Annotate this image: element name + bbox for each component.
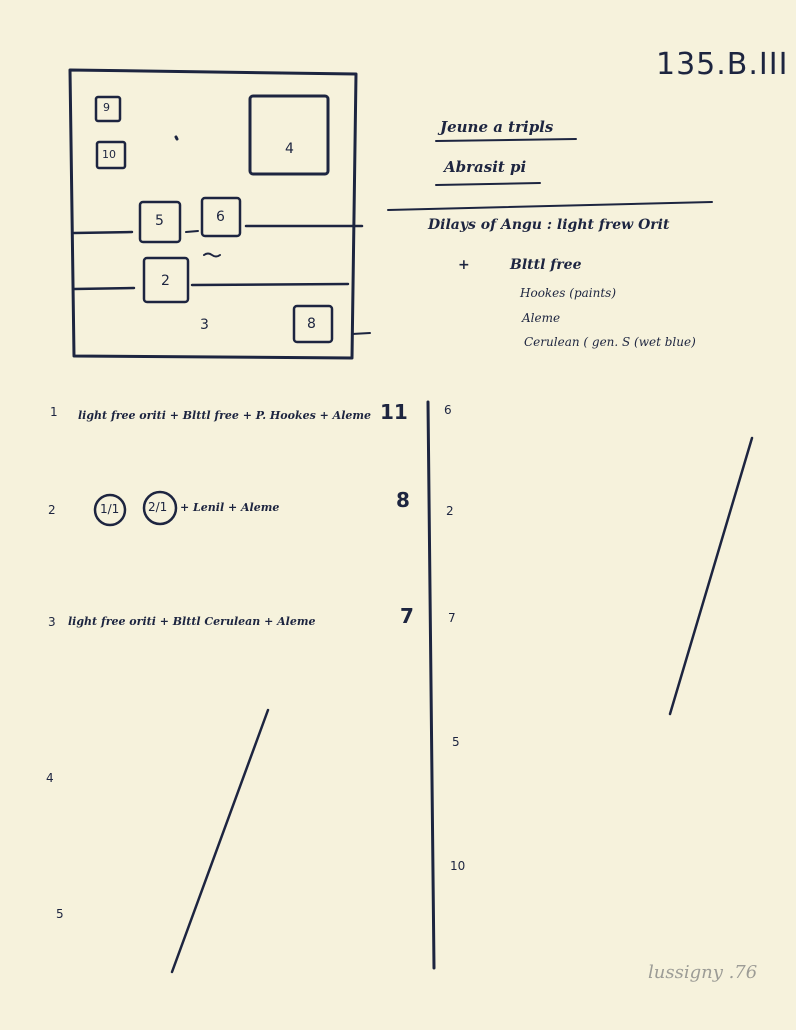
row-3-index: 3 <box>48 615 56 629</box>
diagram-line-upper-left <box>72 230 134 235</box>
box-5 <box>138 200 182 244</box>
row-2-circle-2: 2/1 <box>148 500 168 514</box>
row-4-index: 4 <box>46 771 54 785</box>
row-3-count: 7 <box>448 611 456 625</box>
box-label-10: 10 <box>102 148 116 161</box>
box-label-4: 4 <box>285 141 294 157</box>
box-10 <box>95 140 127 170</box>
row-1-index: 1 <box>50 405 58 419</box>
description-line-2: Blttl free <box>510 257 582 273</box>
diagram-dot <box>174 135 179 141</box>
box-label-5: 5 <box>155 213 164 229</box>
row-3-score: 7 <box>400 604 414 628</box>
box-9 <box>94 95 122 123</box>
description-line-3: Hookes (paints) <box>520 286 617 300</box>
box-4 <box>248 94 330 176</box>
circle-2 <box>142 490 178 526</box>
box-2 <box>142 256 190 304</box>
diagram-squiggle <box>203 252 221 258</box>
table-divider <box>426 400 436 970</box>
row-1-text: light free oriti + Blttl free + P. Hooke… <box>78 409 372 422</box>
pencil-note: lussigny .76 <box>648 962 758 983</box>
diagram-tick <box>351 332 371 335</box>
diagram-frame <box>68 68 358 360</box>
box-label-2: 2 <box>161 273 170 289</box>
description-line-4: Aleme <box>522 311 561 325</box>
row-2-circle-1: 1/1 <box>100 502 120 516</box>
diagram-dash <box>185 230 199 233</box>
diagram-line-lower-right <box>190 282 350 287</box>
mark-label-3: 3 <box>200 317 209 333</box>
row-2-score: 8 <box>396 488 410 512</box>
box-label-8: 8 <box>307 316 316 332</box>
reference-label: 135.B.III <box>656 47 789 82</box>
header-note-1: Jeune a tripls <box>440 118 554 136</box>
diagram-line-lower-left <box>72 286 136 291</box>
row-3-text: light free oriti + Blttl Cerulean + Alem… <box>68 615 316 628</box>
header-underline-2 <box>435 182 541 186</box>
row-5-count: 10 <box>450 859 466 873</box>
row-2-text: + Lenil + Aleme <box>180 501 280 514</box>
circle-1 <box>93 493 127 527</box>
header-underline-1 <box>435 138 577 142</box>
row-5-index: 5 <box>56 907 64 921</box>
box-8 <box>292 304 334 344</box>
header-note-2: Abrasit pi <box>444 158 527 176</box>
diagonal-stroke-right <box>668 436 754 716</box>
section-divider <box>387 201 713 211</box>
description-line-5: Cerulean ( gen. S (wet blue) <box>524 335 696 349</box>
box-label-6: 6 <box>216 209 225 225</box>
row-2-index: 2 <box>48 503 56 517</box>
box-6 <box>200 196 242 238</box>
box-label-9: 9 <box>103 101 110 114</box>
row-1-score: 11 <box>380 400 408 424</box>
description-plus: + <box>458 257 470 273</box>
row-1-count: 6 <box>444 403 452 417</box>
description-line-1: Dilays of Angu : light frew Orit <box>428 217 670 233</box>
row-2-count: 2 <box>446 504 454 518</box>
row-4-count: 5 <box>452 735 460 749</box>
diagonal-stroke-left <box>170 708 270 974</box>
